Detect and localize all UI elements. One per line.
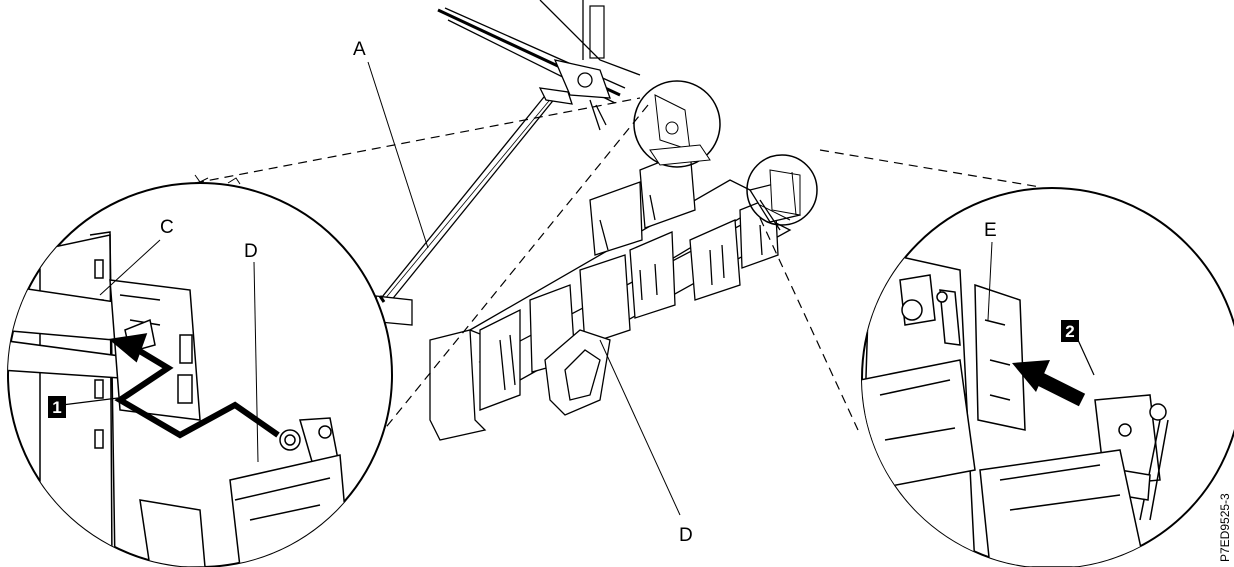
detail-view-right: 2 — [861, 187, 1234, 567]
zoom-source-detail-left — [649, 94, 711, 166]
figure-id: P7ED9525-3 — [1218, 493, 1232, 562]
zoom-source-circle-left — [633, 80, 721, 168]
callout-d-left-label: D — [244, 241, 258, 262]
rack-rail — [437, 0, 641, 131]
projection-lines — [194, 97, 1041, 491]
motion-arrow-step-2 — [1036, 372, 1086, 407]
callout-a-label: A — [353, 39, 366, 60]
detail-view-left: 1 — [7, 182, 393, 567]
cable-management-arm — [429, 149, 801, 441]
support-rail — [375, 87, 573, 326]
step-1-badge — [48, 396, 66, 418]
callout-c-label: C — [160, 217, 174, 238]
motion-arrow-step-1 — [114, 347, 280, 439]
callout-leaders — [99, 61, 993, 516]
callout-d-center-label: D — [679, 525, 693, 546]
zoom-source-detail-right — [759, 169, 801, 221]
step-2-badge — [1061, 320, 1079, 342]
step-2-number: 2 — [1065, 322, 1074, 341]
step-1-number: 1 — [52, 398, 61, 417]
zoom-source-circle-right — [746, 154, 818, 226]
callout-e-label: E — [984, 220, 997, 241]
